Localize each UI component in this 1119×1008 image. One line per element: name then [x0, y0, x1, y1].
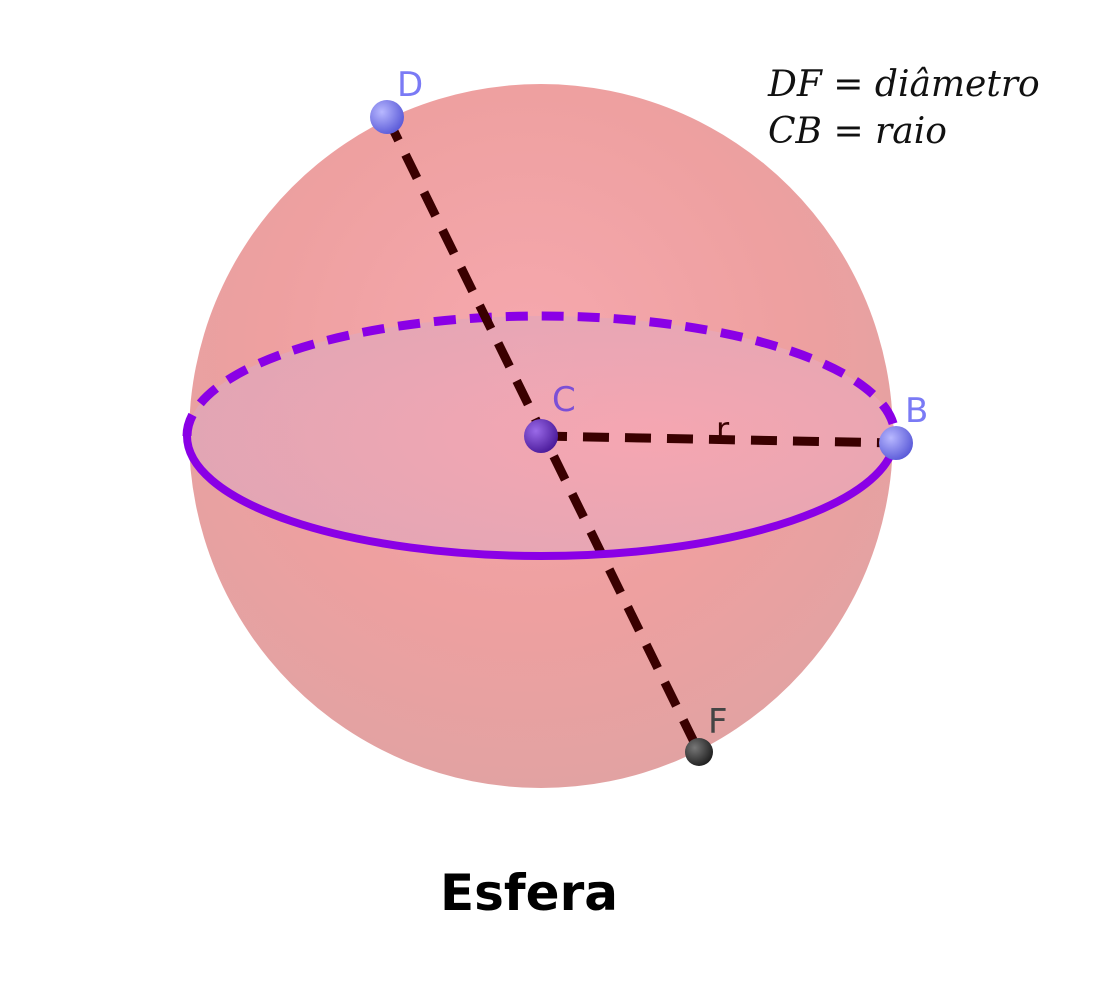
equator-back-arc [182, 311, 900, 437]
point-d [370, 100, 404, 134]
formula-diameter: DF = diâmetro [767, 64, 1040, 105]
point-label-c: C [552, 380, 576, 420]
point-label-f: F [708, 702, 728, 742]
point-label-b: B [905, 391, 928, 431]
formula-radius: CB = raio [768, 111, 947, 152]
figure-title: Esfera [440, 864, 618, 922]
point-b [879, 426, 913, 460]
point-c [524, 419, 558, 453]
radius-label: r [716, 410, 730, 448]
equator-front-arc [183, 435, 899, 560]
point-f [685, 738, 713, 766]
point-label-d: D [397, 65, 423, 105]
radius-segment-cb [540, 431, 897, 448]
